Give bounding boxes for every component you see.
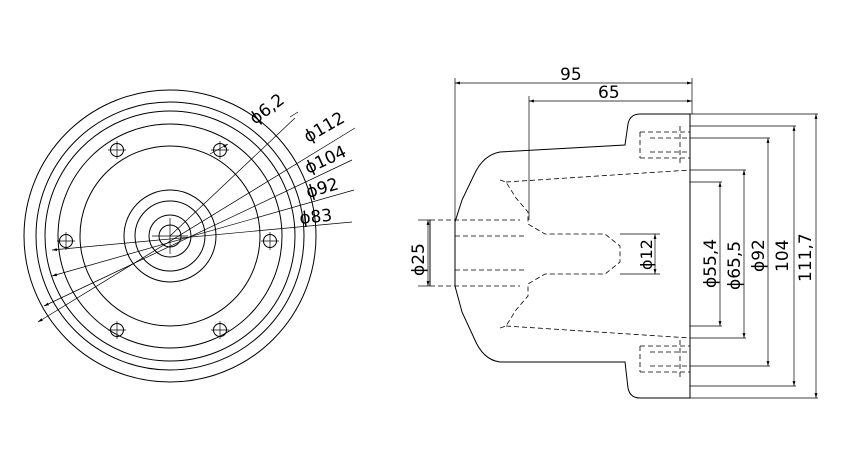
outer-circle [23,89,317,383]
bolt-hole [108,321,126,339]
dim-104-label: 104 [773,240,793,272]
bolt-hole [57,232,75,250]
bore-hidden [430,219,525,287]
bolt-hole [108,141,126,159]
dim-hole-label: ϕ6,2 [246,90,289,129]
dim-95-label: 95 [560,65,582,85]
bolt-pocket-top [639,126,690,164]
front-view: ϕ6,2 ϕ112 ϕ104 ϕ92 ϕ83 [23,89,356,383]
hub-circle-1 [123,189,217,283]
bolt-hole [211,321,229,339]
bolt-hole [261,232,279,250]
dim-25-label: ϕ25 [409,243,429,276]
dim-83-label: ϕ83 [298,206,333,229]
dim-92-label: ϕ92 [749,239,769,272]
leader-83 [51,221,353,252]
leader-112 [37,127,356,323]
dim-104-label: ϕ104 [302,142,350,179]
bolt-pocket-bottom [639,340,690,378]
dim-112-label: ϕ112 [301,108,349,147]
dim-12-label: ϕ12 [637,239,656,270]
rim-circle-4 [57,123,283,349]
rim-circle-3 [44,110,296,362]
rim-circle-5 [79,145,261,327]
leader-104 [43,159,353,307]
rim-circle-2 [35,101,305,371]
cavity-edges [505,169,691,339]
dim-55-label: ϕ55,4 [701,239,721,288]
bolt-hole [211,141,229,159]
hub-cavity-hidden [499,179,621,329]
leader-hole-arrow [209,143,229,155]
leader-hole [169,117,296,237]
side-view: ϕ55,4 ϕ65,5 ϕ92 104 111,7 ϕ12 ϕ25 95 65 [409,65,818,399]
dim-65-label: ϕ65,5 [725,241,745,290]
leader-92 [51,189,355,277]
leader-hole-tail [289,111,299,118]
dim-111-label: 111,7 [796,233,816,282]
dim-hub-label: 65 [598,83,620,103]
